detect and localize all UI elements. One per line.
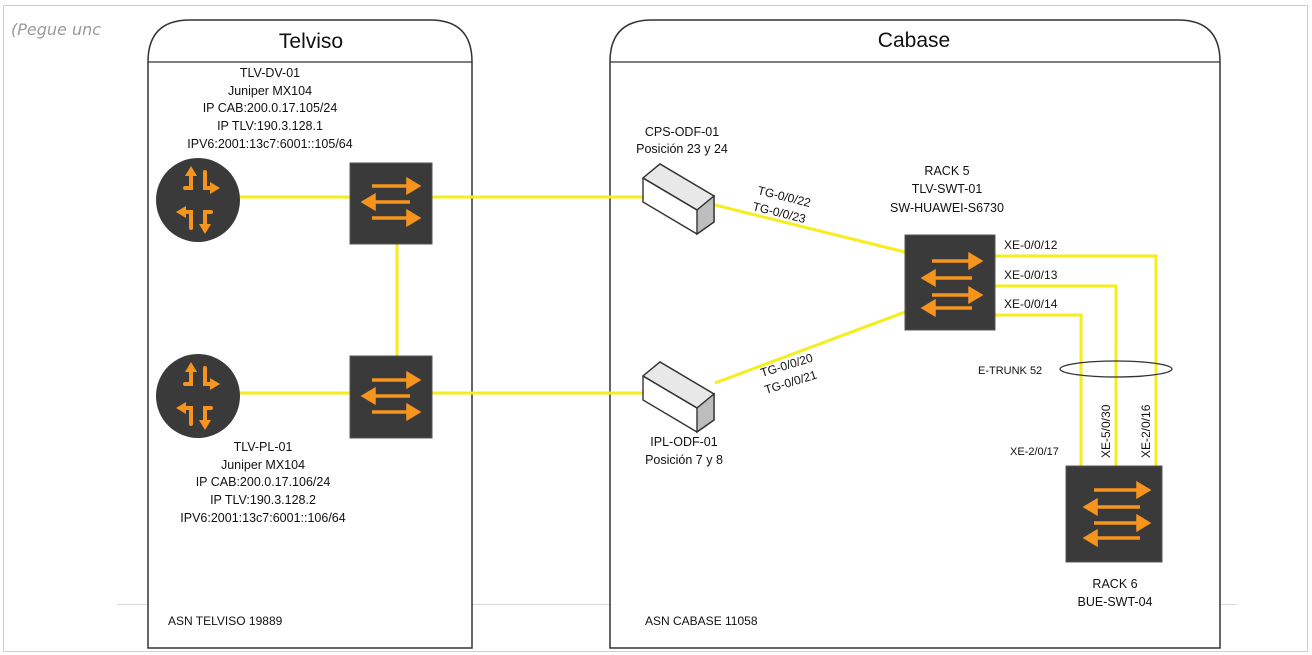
- link-xe-0-0-14: [995, 313, 1083, 466]
- router-top-name: TLV-DV-01: [240, 66, 300, 80]
- router-bottom-icon[interactable]: [156, 354, 240, 438]
- asn-telviso: ASN TELVISO 19889: [168, 614, 283, 628]
- asn-cabase: ASN CABASE 11058: [645, 614, 758, 628]
- rack6-hostname: BUE-SWT-04: [1077, 595, 1152, 609]
- rack5-switch-icon[interactable]: [904, 234, 996, 331]
- paste-placeholder[interactable]: (Pegue unc: [11, 20, 102, 39]
- router-bottom-ipv6: IPV6:2001:13c7:6001::106/64: [180, 511, 345, 525]
- odf-top-name: CPS-ODF-01: [645, 125, 719, 139]
- odf-bottom-label: IPL-ODF-01 Posición 7 y 8: [645, 435, 723, 467]
- switch-bottom-icon[interactable]: [349, 355, 433, 439]
- router-top-ip-tlv: IP TLV:190.3.128.1: [217, 119, 323, 133]
- link-odf-top-rack5: [714, 203, 906, 254]
- rack6-switch-icon[interactable]: [1065, 465, 1163, 563]
- odf-bottom-position: Posición 7 y 8: [645, 453, 723, 467]
- link-xe-0-0-13: [995, 284, 1118, 466]
- odf-top-icon[interactable]: [641, 163, 716, 236]
- router-bottom-name: TLV-PL-01: [234, 440, 293, 454]
- port-xe-2-0-17: XE-2/0/17: [1010, 446, 1059, 458]
- rack5-hostname: TLV-SWT-01: [912, 182, 983, 196]
- link-xe-0-0-12: [995, 254, 1158, 466]
- router-bottom-ip-cab: IP CAB:200.0.17.106/24: [196, 475, 331, 489]
- zone-cabase-title: Cabase: [878, 29, 950, 52]
- rack6-name: RACK 6: [1092, 577, 1137, 591]
- port-xe-0-0-13: XE-0/0/13: [1004, 268, 1058, 282]
- rack5-name: RACK 5: [924, 164, 969, 178]
- odf-bottom-name: IPL-ODF-01: [650, 435, 717, 449]
- switch-top-icon[interactable]: [349, 162, 433, 245]
- port-xe-2-0-16: XE-2/0/16: [1139, 404, 1153, 458]
- router-top-model: Juniper MX104: [228, 84, 312, 98]
- odf-top-position: Posición 23 y 24: [636, 142, 728, 156]
- router-top-ipv6: IPV6:2001:13c7:6001::105/64: [187, 137, 352, 151]
- etrunk-ellipse: [1059, 360, 1173, 378]
- zone-telviso-title: Telviso: [279, 30, 343, 53]
- port-xe-0-0-14: XE-0/0/14: [1004, 297, 1058, 311]
- router-top-label: TLV-DV-01 Juniper MX104 IP CAB:200.0.17.…: [187, 66, 352, 151]
- router-top-icon[interactable]: [156, 158, 240, 242]
- etrunk-label: E-TRUNK 52: [978, 365, 1042, 377]
- link-odf-bottom-rack5: [714, 310, 906, 385]
- rack6-label: RACK 6 BUE-SWT-04: [1077, 577, 1152, 609]
- router-bottom-ip-tlv: IP TLV:190.3.128.2: [210, 493, 316, 507]
- links: [240, 195, 1158, 466]
- xe-right-labels: XE-0/0/12 XE-0/0/13 XE-0/0/14: [1004, 238, 1058, 311]
- router-bottom-model: Juniper MX104: [221, 458, 305, 472]
- port-xe-5-0-30: XE-5/0/30: [1099, 404, 1113, 458]
- router-bottom-label: TLV-PL-01 Juniper MX104 IP CAB:200.0.17.…: [180, 440, 345, 525]
- router-top-ip-cab: IP CAB:200.0.17.105/24: [203, 101, 338, 115]
- rack5-model: SW-HUAWEI-S6730: [890, 201, 1004, 215]
- odf-bottom-icon[interactable]: [641, 361, 716, 434]
- odf-top-label: CPS-ODF-01 Posición 23 y 24: [636, 125, 728, 156]
- rack5-label: RACK 5 TLV-SWT-01 SW-HUAWEI-S6730: [890, 164, 1004, 215]
- port-xe-0-0-12: XE-0/0/12: [1004, 238, 1058, 252]
